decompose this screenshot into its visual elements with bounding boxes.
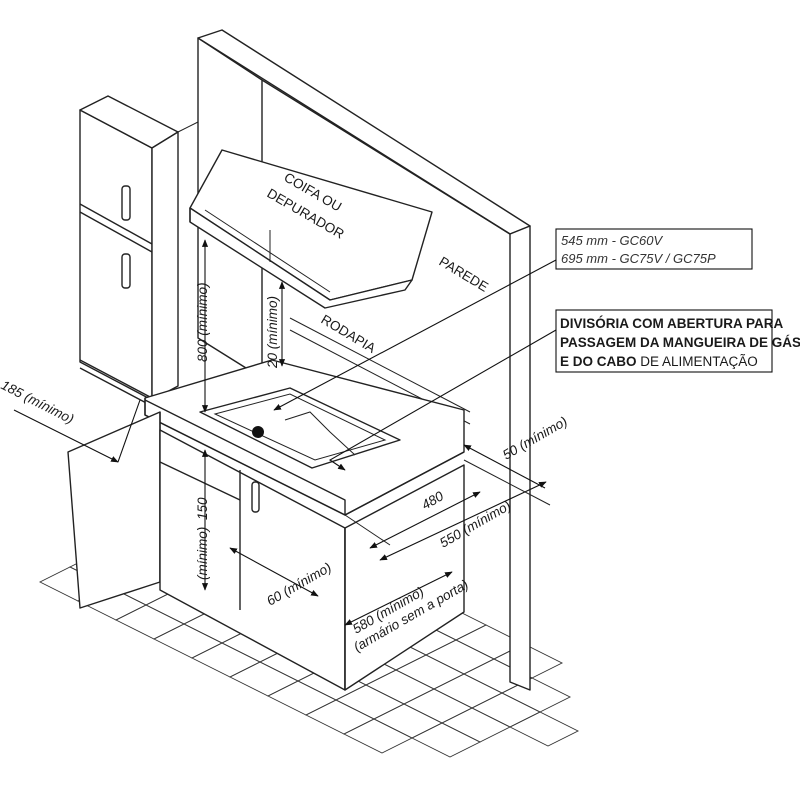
- floor-tile: [402, 688, 474, 724]
- floor-tile: [266, 680, 338, 716]
- partition-line-1: DIVISÓRIA COM ABERTURA PARA: [560, 316, 784, 331]
- floor-tile: [470, 692, 542, 728]
- dim-150-unit-label: (mínimo): [195, 527, 210, 580]
- partition-line-2: PASSAGEM DA MANGUEIRA DE GÁS: [560, 335, 800, 350]
- floor-tile: [342, 718, 414, 754]
- dim-185-label: 185 (mínimo): [0, 377, 76, 426]
- floor-tile: [440, 707, 512, 743]
- partition-line-3-bold: E DO CABO: [560, 354, 637, 369]
- floor-tile: [152, 623, 224, 659]
- floor-tile: [410, 722, 482, 758]
- floor-tile: [364, 669, 436, 705]
- wall-label: PAREDE: [436, 254, 490, 295]
- dim-20-label: 20 (mínimo): [265, 296, 280, 369]
- dimension-lines: [13, 239, 551, 626]
- model-line-1: 545 mm - GC60V: [561, 233, 663, 248]
- floor-tile: [432, 673, 504, 709]
- left-panel: [67, 411, 161, 609]
- dim-800-label: 800 (mínimo): [195, 282, 210, 362]
- partition-box: DIVISÓRIA COM ABERTURA PARA PASSAGEM DA …: [555, 309, 800, 373]
- partition-line-3: E DO CABO DE ALIMENTAÇÃO: [560, 354, 758, 369]
- floor-tile: [508, 711, 580, 747]
- floor-tile: [372, 703, 444, 739]
- leader-lines: [273, 259, 557, 471]
- tall-cabinet: [79, 95, 199, 407]
- model-line-2: 695 mm - GC75V / GC75P: [561, 251, 716, 266]
- floor-tile: [394, 654, 466, 690]
- floor-tile: [304, 699, 376, 735]
- models-box: 545 mm - GC60V 695 mm - GC75V / GC75P: [555, 228, 753, 270]
- floor-tile: [114, 604, 186, 640]
- hood: COIFA OU DEPURADOR: [189, 149, 433, 309]
- gas-outlet-icon: [252, 426, 264, 438]
- partition-line-3-normal: DE ALIMENTAÇÃO: [637, 354, 758, 369]
- floor-tile: [228, 661, 300, 697]
- dim-150-label: 150: [195, 497, 210, 520]
- floor-tile: [424, 639, 496, 675]
- floor-tile: [334, 684, 406, 720]
- floor-tile: [190, 642, 262, 678]
